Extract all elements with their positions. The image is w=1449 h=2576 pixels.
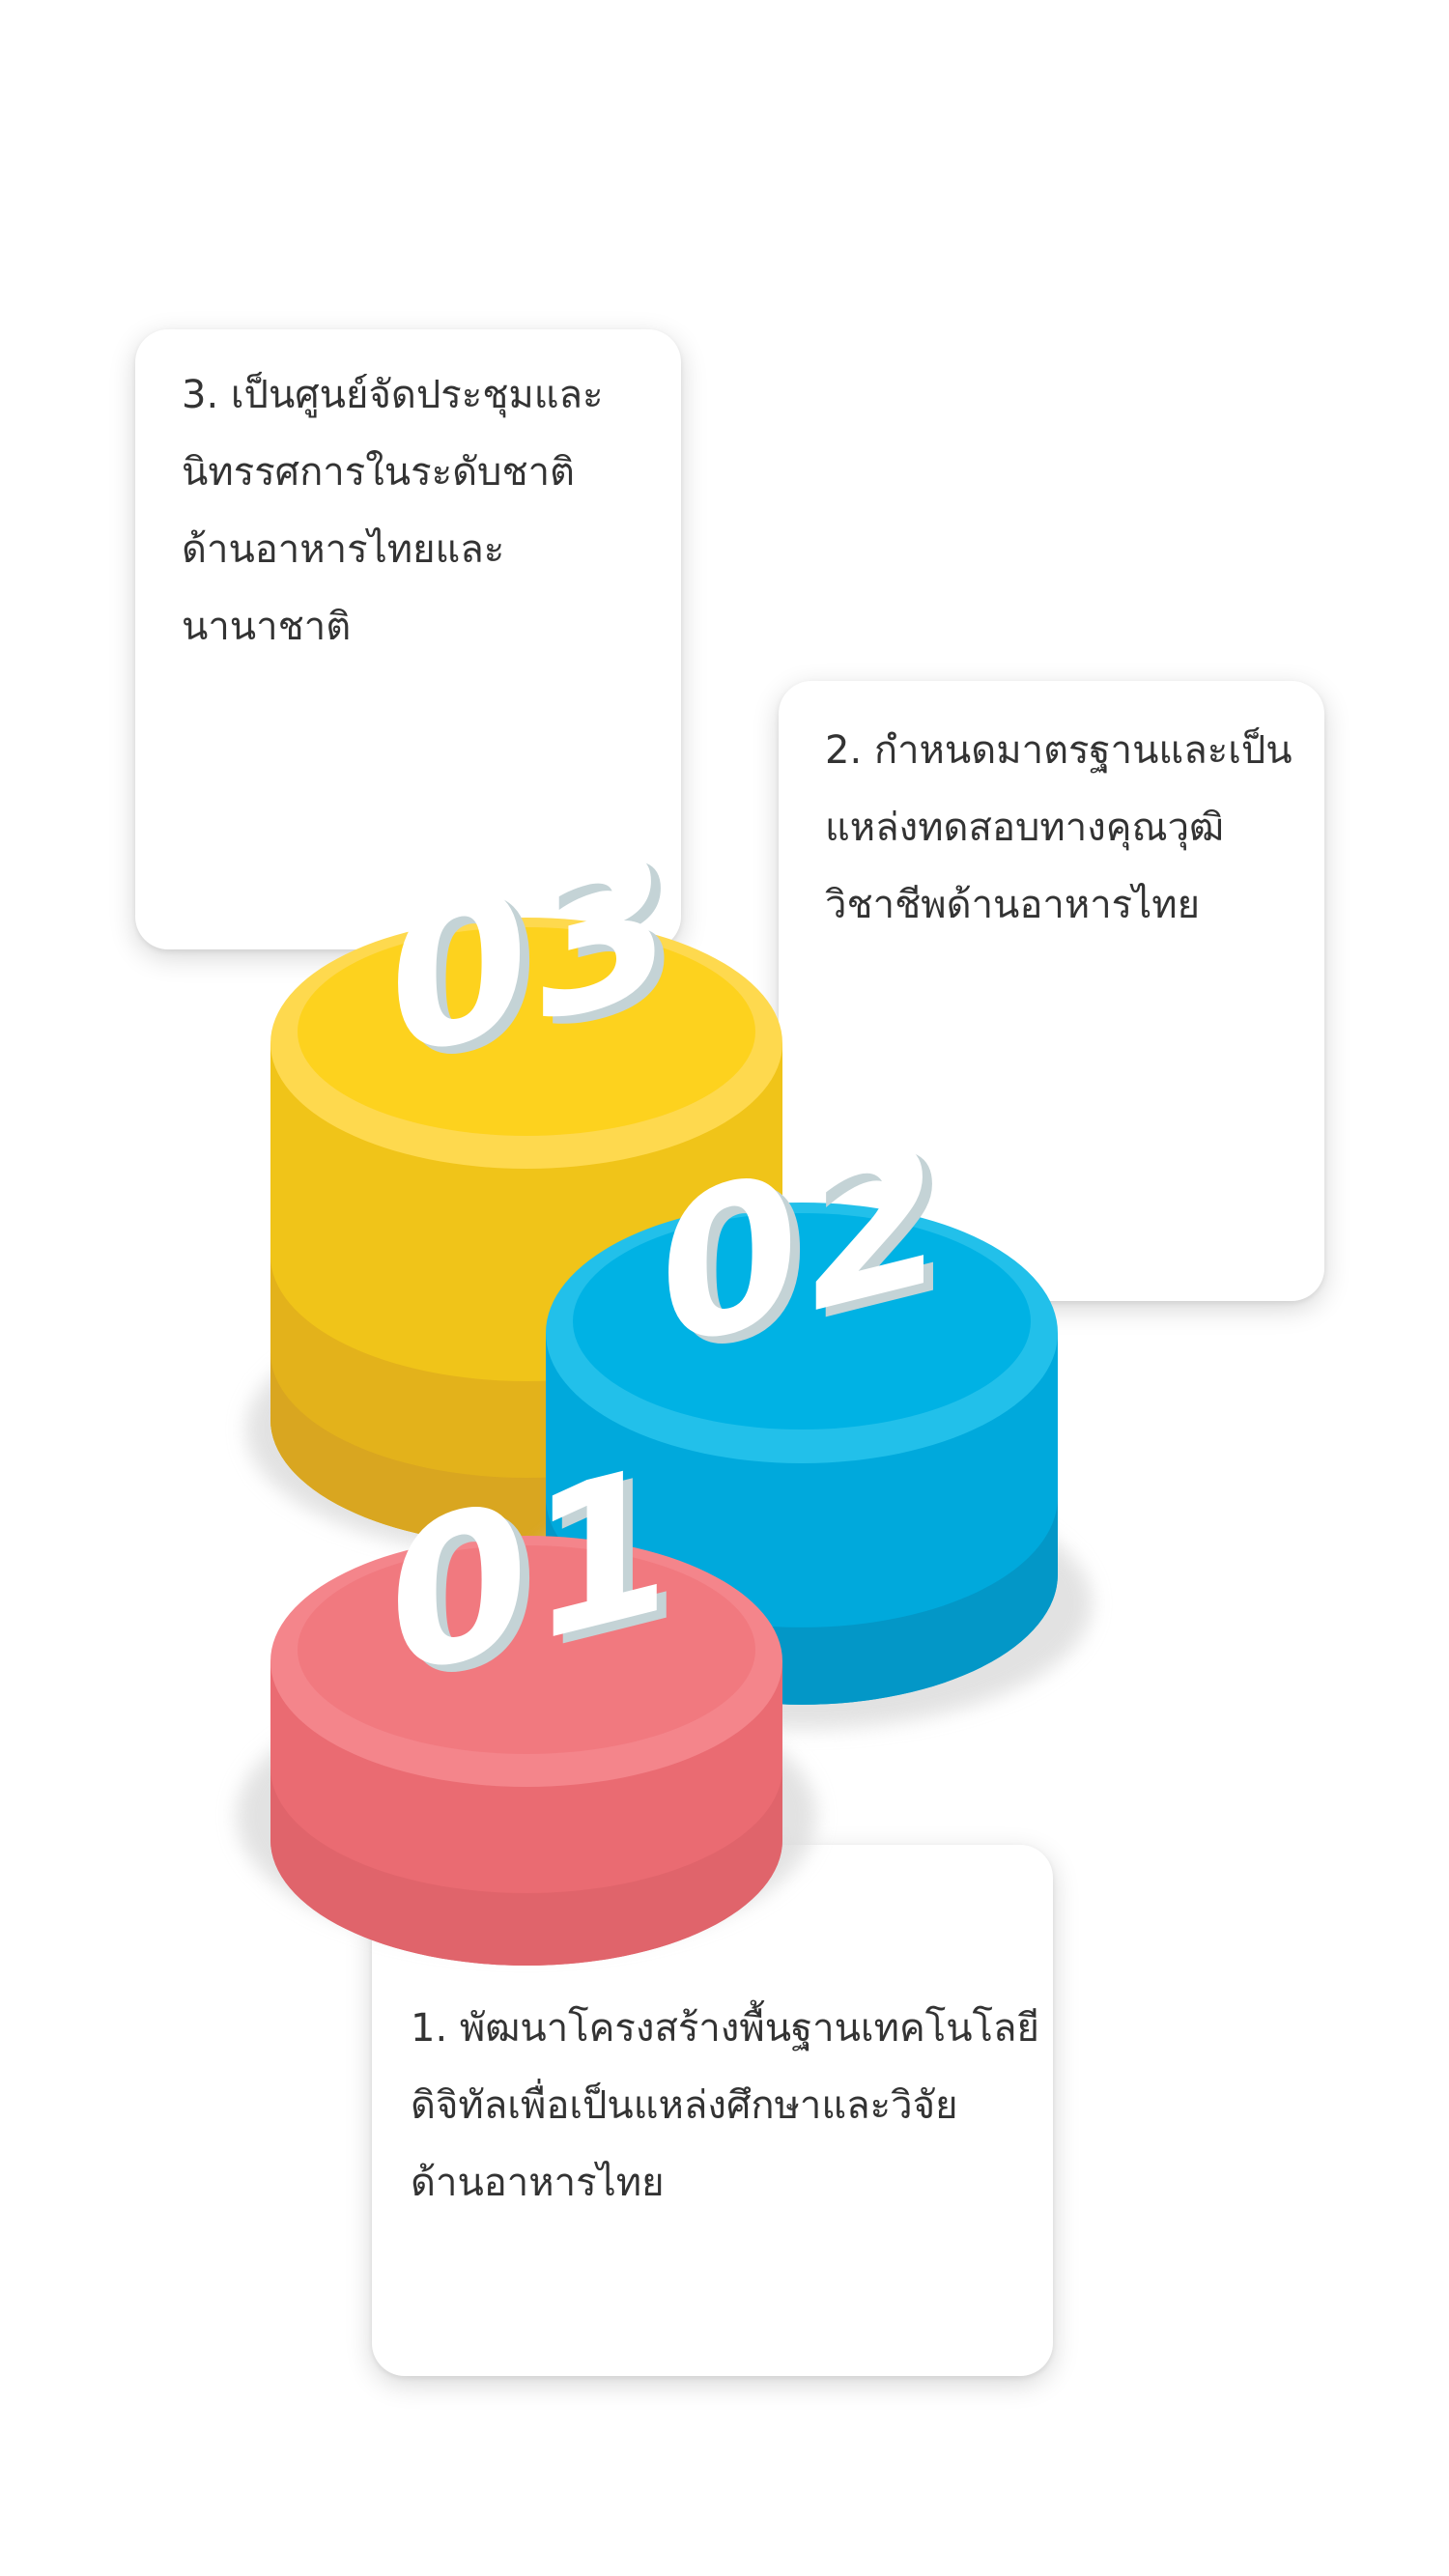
- step-1-line-3: ด้านอาหารไทย: [411, 2161, 665, 2205]
- svg-text:01: 01: [398, 1427, 680, 1733]
- step-2-line-1: 2. กำหนดมาตรฐานและเป็น: [825, 728, 1293, 773]
- step-3-line-4: นานาชาติ: [182, 605, 352, 649]
- step-2-card: 2. กำหนดมาตรฐานและเป็น แหล่งทดสอบทางคุณว…: [779, 681, 1324, 1301]
- step-3-line-3: ด้านอาหารไทยและ: [182, 527, 505, 572]
- step-2-line-3: วิชาชีพด้านอาหารไทย: [825, 883, 1201, 927]
- svg-text:01: 01: [388, 1420, 670, 1726]
- step-3-line-2: นิทรรศการในระดับชาติ: [182, 450, 576, 495]
- step-3-line-1: 3. เป็นศูนย์จัดประชุมและ: [182, 373, 604, 417]
- numeral-01: 01 01: [388, 1420, 680, 1734]
- step-1-line-1: 1. พัฒนาโครงสร้างพื้นฐานเทคโนโลยี: [411, 2006, 1039, 2051]
- step-1-card: 1. พัฒนาโครงสร้างพื้นฐานเทคโนโลยี ดิจิทั…: [372, 1845, 1053, 2376]
- step-1-line-2: ดิจิทัลเพื่อเป็นแหล่งศึกษาและวิจัย: [411, 2083, 958, 2128]
- step-2-line-2: แหล่งทดสอบทางคุณวุฒิ: [825, 806, 1225, 850]
- step-3-card: 3. เป็นศูนย์จัดประชุมและ นิทรรศการในระดั…: [135, 329, 681, 949]
- cylinder-03: [246, 918, 807, 1555]
